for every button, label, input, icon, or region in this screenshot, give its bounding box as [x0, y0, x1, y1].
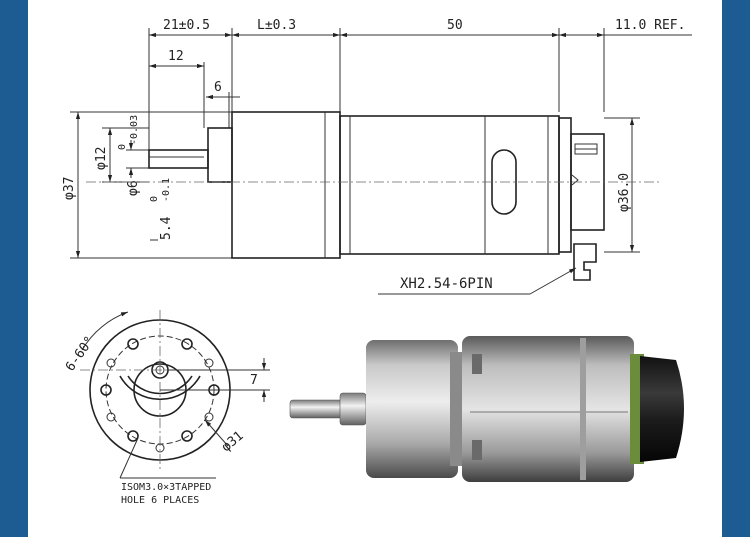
- gearbox-body: [231, 111, 341, 259]
- dim-gearbox-diameter: φ37: [62, 177, 77, 200]
- mount-hole: [127, 430, 139, 442]
- dim-shaft-tol-upper: 0: [117, 144, 128, 150]
- dim-motor-length: 50: [447, 18, 463, 33]
- dim-gearbox-length: L±0.3: [257, 18, 296, 33]
- photo-motor: [462, 336, 634, 482]
- front-view: 6-60° 7 φ31 ISOM3.0×3TAPPED HOLE 6 PLACE…: [63, 310, 270, 506]
- dim-flat-tol-lower: -0.1: [161, 178, 172, 202]
- shaft-outline: [148, 149, 209, 169]
- mount-hole: [100, 384, 112, 396]
- shaft-boss: [207, 127, 233, 183]
- dim-flat-length: 12: [168, 49, 184, 64]
- encoder-plate: [558, 117, 572, 253]
- dim-offset: 7: [250, 373, 258, 388]
- dim-flat-offset: 6: [214, 80, 222, 95]
- photo-gear-ring: [450, 352, 464, 466]
- connector-body: [573, 243, 597, 281]
- photo-gearbox: [366, 340, 458, 478]
- mount-hole: [181, 338, 193, 350]
- side-view: 21±0.5 L±0.3 50 11.0 REF. 12 6 φ37 φ12 φ…: [62, 18, 692, 295]
- note-line-2: HOLE 6 PLACES: [121, 495, 199, 506]
- photo-encoder-cap: [640, 356, 684, 462]
- note-line-1: ISOM3.0×3TAPPED: [121, 482, 211, 493]
- mount-hole: [181, 430, 193, 442]
- dim-shaft-diameter: φ6: [126, 180, 141, 196]
- dim-shaft-pilot: φ12: [94, 147, 109, 170]
- dim-shaft-tol-lower: -0.03: [129, 115, 140, 145]
- photo-shaft-boss: [339, 392, 367, 426]
- mount-hole: [127, 338, 139, 350]
- dim-encoder-length: 11.0 REF.: [615, 18, 685, 33]
- mount-holes: [100, 338, 220, 453]
- motor-photo: [289, 336, 684, 482]
- photo-shaft: [289, 399, 347, 419]
- connector-label: XH2.54-6PIN: [400, 276, 493, 292]
- dim-angle: 6-60°: [63, 334, 98, 375]
- dim-flat-tol-upper: 0: [149, 196, 160, 202]
- dim-flat-depth: 5.4: [159, 216, 174, 240]
- dim-motor-diameter: φ36.0: [617, 173, 632, 212]
- motor-body: [339, 115, 560, 255]
- dim-bolt-circle: φ31: [219, 428, 247, 455]
- dim-shaft-length: 21±0.5: [163, 18, 210, 33]
